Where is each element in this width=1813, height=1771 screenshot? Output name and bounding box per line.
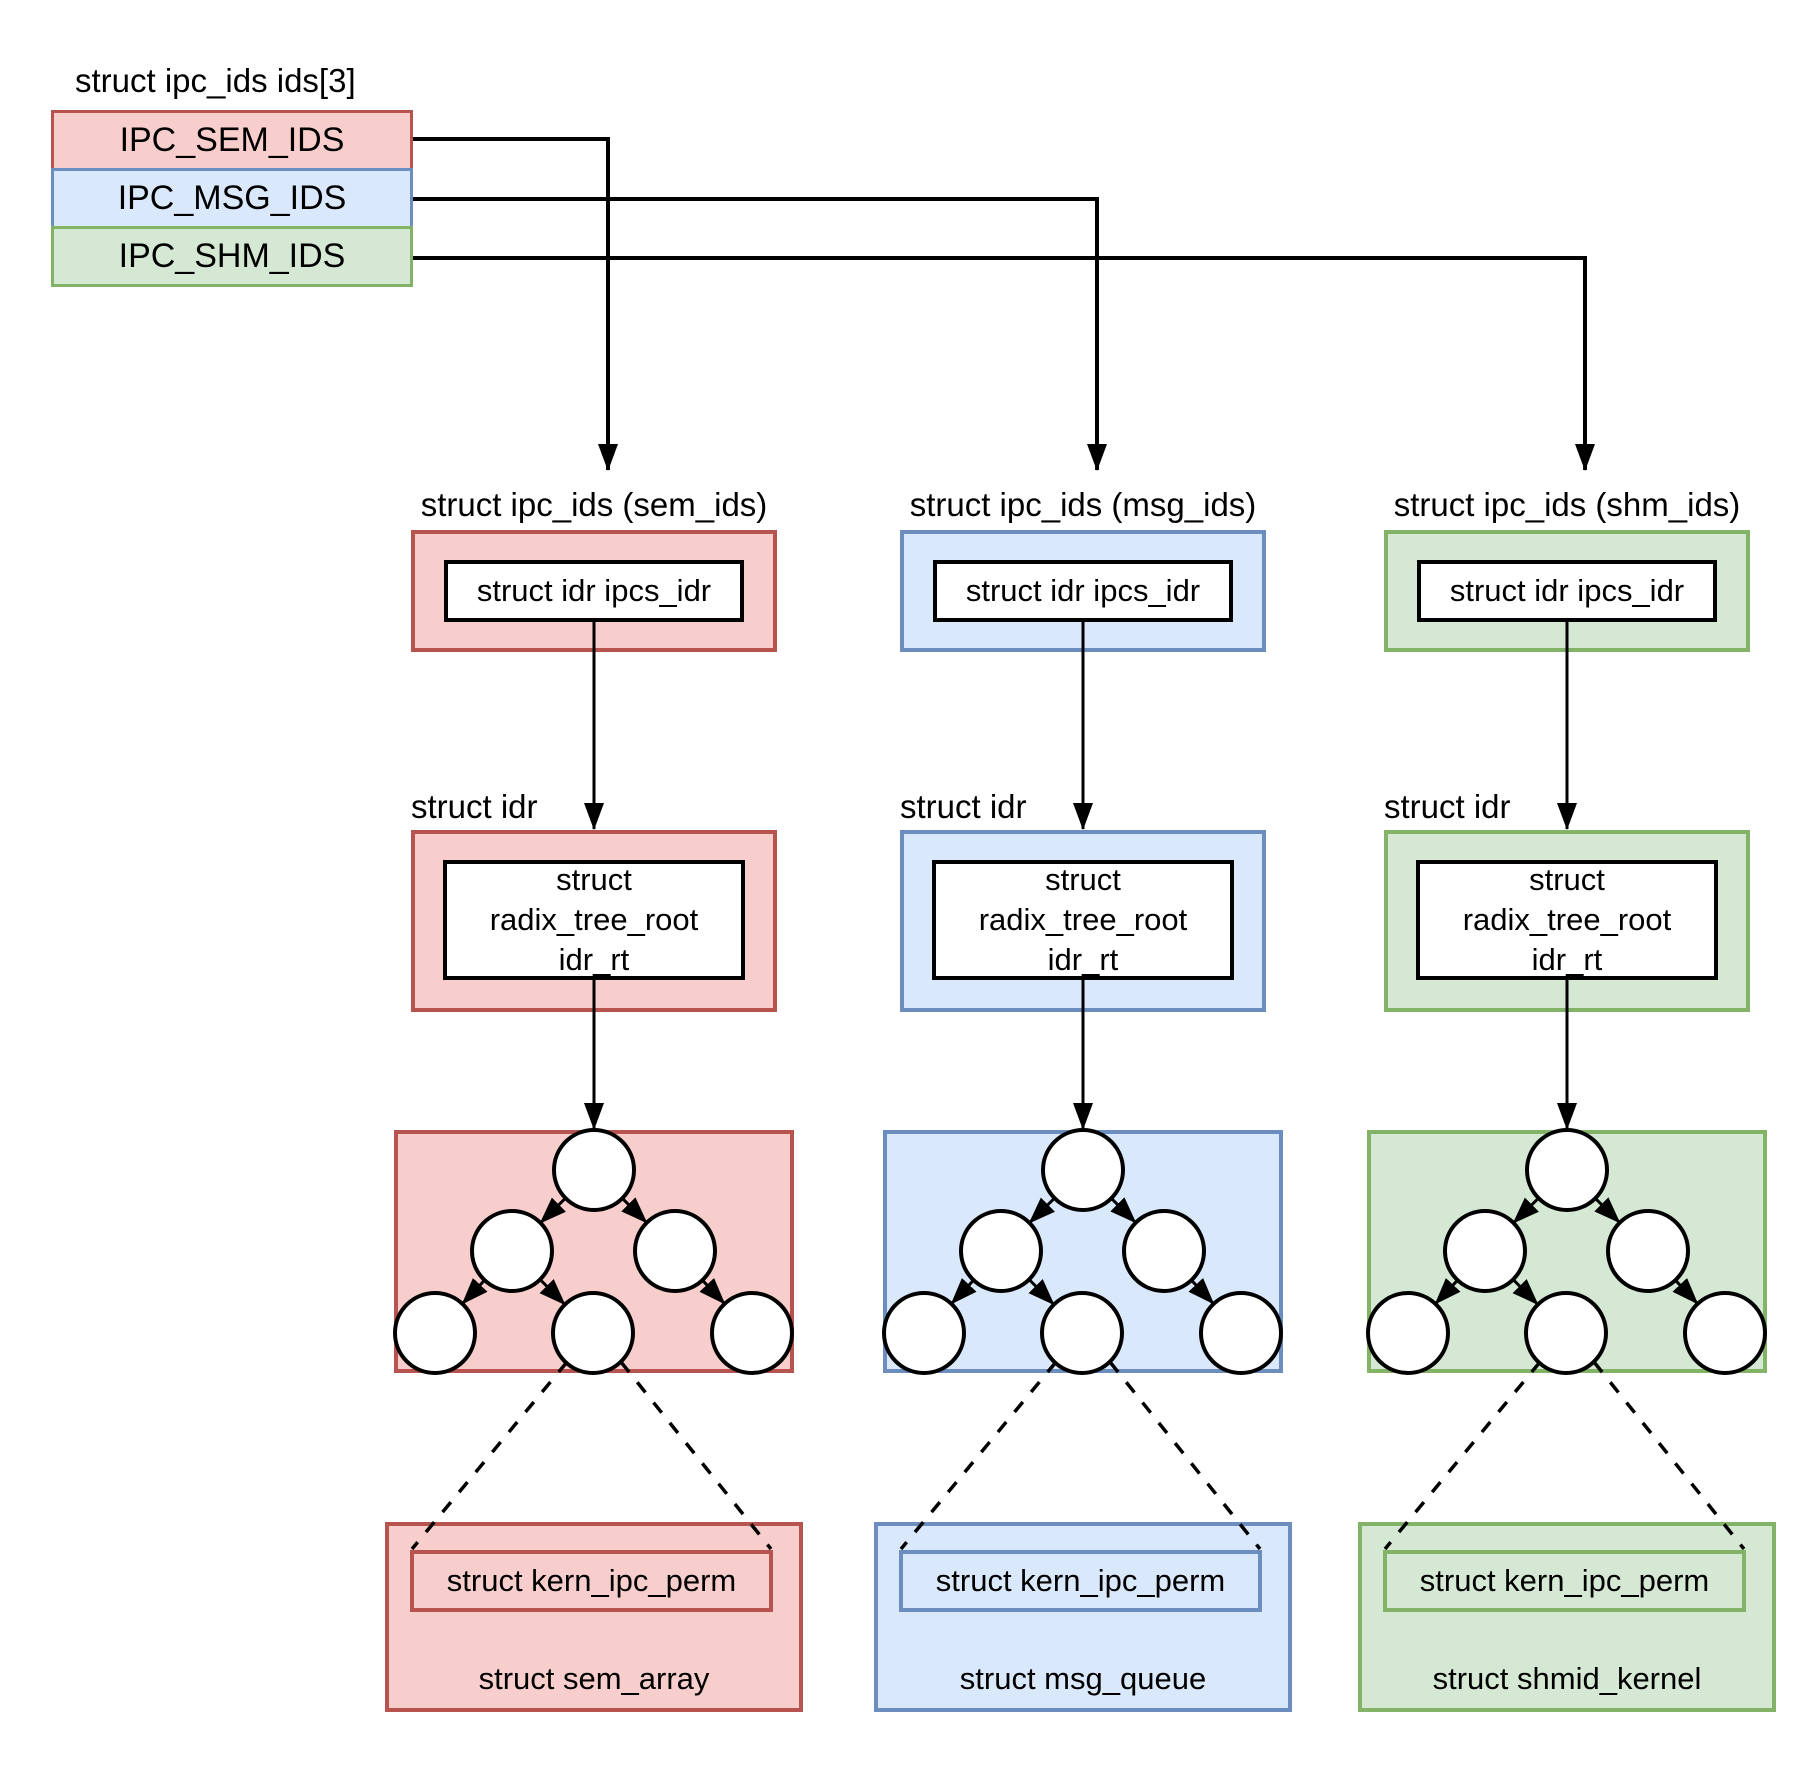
kern-ipc-perm-field-sem: struct kern_ipc_perm — [410, 1550, 773, 1612]
legend-label-sem: IPC_SEM_IDS — [119, 121, 345, 159]
tree-edge — [621, 1197, 648, 1224]
lookup-dashed-line-shm-right — [1592, 1360, 1746, 1551]
radix-tree-node — [470, 1209, 554, 1293]
radix-tree-node — [1524, 1291, 1608, 1375]
tree-edge — [1594, 1197, 1621, 1224]
kern-ipc-perm-field-shm: struct kern_ipc_perm — [1383, 1550, 1746, 1612]
legend-title: struct ipc_ids ids[3] — [75, 62, 356, 99]
radix-tree-node — [551, 1291, 635, 1375]
object-box-sem: struct kern_ipc_perm struct sem_array — [385, 1522, 803, 1712]
radix-tree-root-field-sem: struct radix_tree_root idr_rt — [443, 860, 745, 980]
tree-edge — [1110, 1197, 1137, 1224]
tree-edge — [1028, 1197, 1056, 1224]
radix-tree-node — [393, 1291, 477, 1375]
lookup-dashed-line-msg-right — [1108, 1360, 1262, 1551]
radix-tree-root-field-shm: struct radix_tree_root idr_rt — [1416, 860, 1718, 980]
tree-edge — [1434, 1278, 1461, 1305]
lookup-dashed-line-shm-left — [1383, 1360, 1542, 1551]
legend-label-msg: IPC_MSG_IDS — [117, 179, 347, 217]
object-label-msg: struct msg_queue — [959, 1661, 1207, 1696]
tree-edge — [699, 1278, 726, 1305]
legend-row-ipc-sem-ids: IPC_SEM_IDS — [51, 110, 413, 171]
column-msg-header: struct ipc_ids (msg_ids) — [909, 486, 1257, 523]
idr-label-shm: struct idr — [1384, 788, 1511, 825]
column-shm-header: struct ipc_ids (shm_ids) — [1393, 486, 1741, 523]
radix-tree-shm — [1366, 1128, 1767, 1375]
lookup-dashed-line-sem-right — [619, 1360, 773, 1551]
lookup-dashed-line-sem-left — [410, 1360, 569, 1551]
kern-ipc-perm-field-msg: struct kern_ipc_perm — [899, 1550, 1262, 1612]
tree-edge — [1672, 1278, 1699, 1305]
radix-tree-node — [1683, 1291, 1767, 1375]
object-box-msg: struct kern_ipc_perm struct msg_queue — [874, 1522, 1292, 1712]
radix-tree-node — [959, 1209, 1043, 1293]
radix-tree-node — [882, 1291, 966, 1375]
radix-tree-box-sem — [393, 1128, 794, 1375]
radix-tree-node — [1041, 1128, 1125, 1212]
ipcs-idr-field-msg: struct idr ipcs_idr — [933, 560, 1233, 622]
connector-msg-ids — [413, 197, 1107, 471]
connector-sem-ids — [413, 137, 618, 471]
radix-tree-node — [1199, 1291, 1283, 1375]
lookup-dashed-line-msg-left — [899, 1360, 1058, 1551]
tree-edge — [461, 1278, 488, 1305]
radix-tree-sem — [393, 1128, 794, 1375]
radix-tree-node — [1525, 1128, 1609, 1212]
object-label-sem: struct sem_array — [478, 1661, 710, 1696]
tree-edge — [539, 1197, 567, 1224]
idr-label-msg: struct idr — [900, 788, 1027, 825]
legend-label-shm: IPC_SHM_IDS — [118, 237, 346, 275]
radix-tree-node — [1606, 1209, 1690, 1293]
radix-tree-box-msg — [882, 1128, 1283, 1375]
tree-edge — [1512, 1197, 1540, 1224]
legend-row-ipc-shm-ids: IPC_SHM_IDS — [51, 226, 413, 287]
column-sem-header: struct ipc_ids (sem_ids) — [420, 486, 768, 523]
object-label-shm: struct shmid_kernel — [1432, 1661, 1702, 1696]
radix-tree-node — [1040, 1291, 1124, 1375]
tree-edge — [950, 1278, 977, 1305]
idr-label-sem: struct idr — [411, 788, 538, 825]
tree-edge — [1028, 1278, 1055, 1306]
radix-tree-node — [552, 1128, 636, 1212]
radix-tree-msg — [882, 1128, 1283, 1375]
radix-tree-node — [1443, 1209, 1527, 1293]
ipcs-idr-field-sem: struct idr ipcs_idr — [444, 560, 744, 622]
radix-tree-node — [710, 1291, 794, 1375]
connector-shm-ids — [413, 256, 1595, 471]
radix-tree-box-shm — [1366, 1128, 1767, 1375]
tree-edge — [539, 1278, 566, 1306]
radix-tree-root-field-msg: struct radix_tree_root idr_rt — [932, 860, 1234, 980]
tree-edge — [1188, 1278, 1215, 1305]
legend-row-ipc-msg-ids: IPC_MSG_IDS — [51, 168, 413, 229]
ipcs-idr-field-shm: struct idr ipcs_idr — [1417, 560, 1717, 622]
radix-tree-node — [1366, 1291, 1450, 1375]
object-box-shm: struct kern_ipc_perm struct shmid_kernel — [1358, 1522, 1776, 1712]
tree-edge — [1512, 1278, 1539, 1306]
radix-tree-node — [633, 1209, 717, 1293]
radix-tree-node — [1122, 1209, 1206, 1293]
